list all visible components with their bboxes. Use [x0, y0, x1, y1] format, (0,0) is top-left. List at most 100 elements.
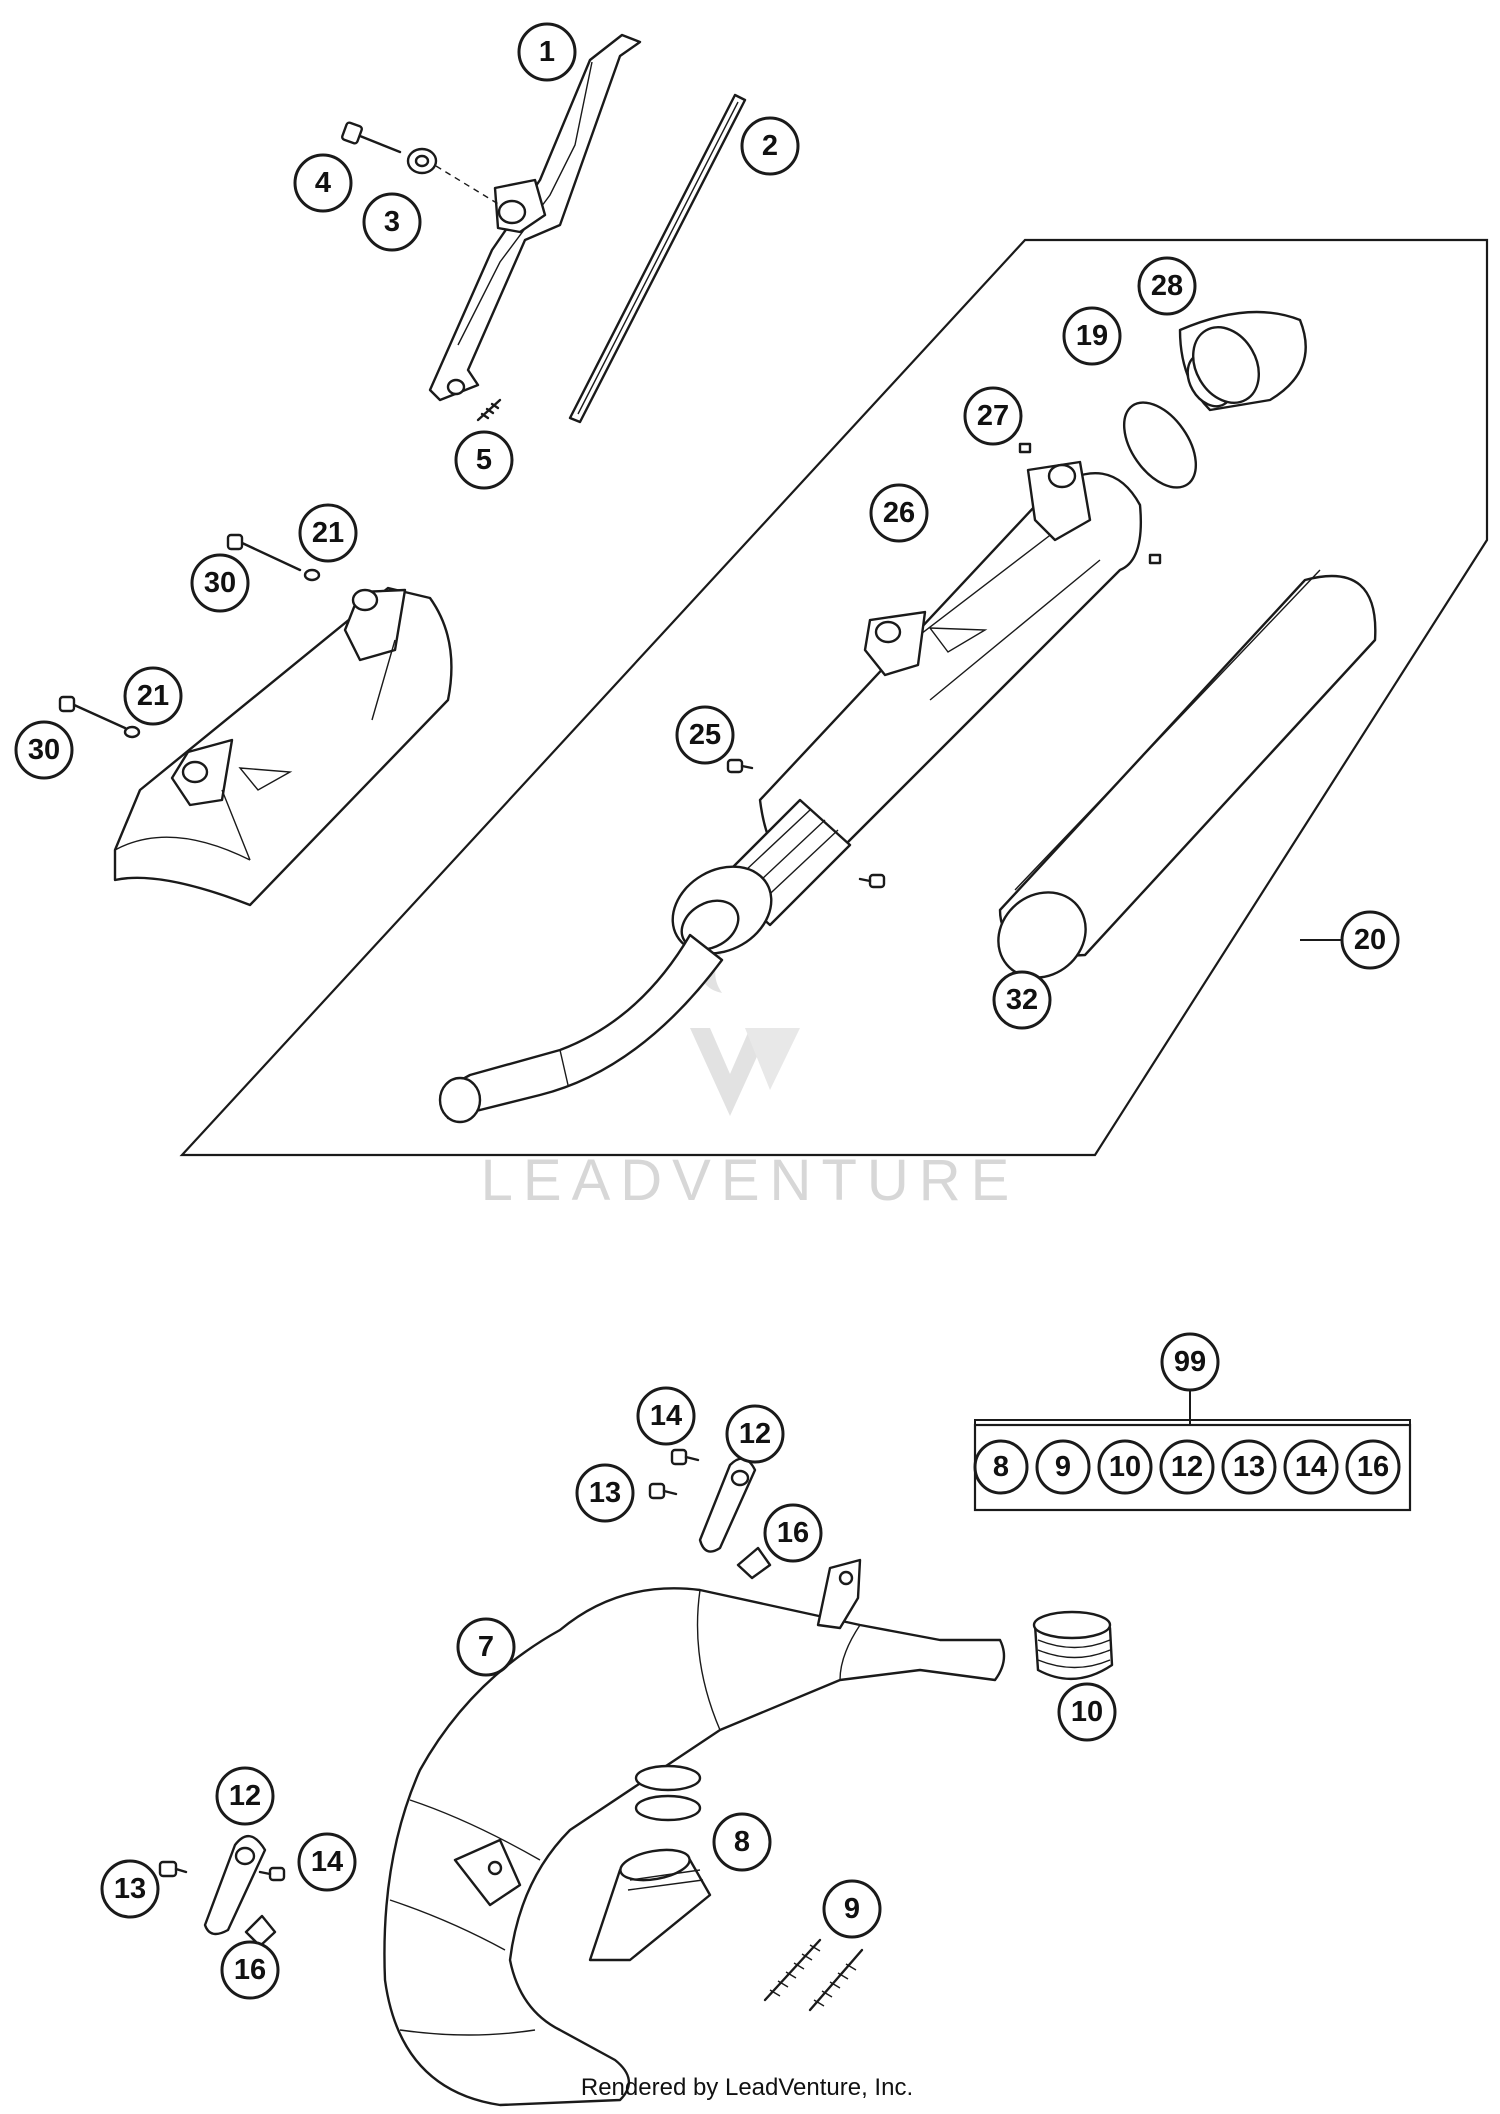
callout-9[interactable]: 9 [822, 1879, 882, 1939]
part-8-o-ring-b [634, 1764, 702, 1792]
svg-text:8: 8 [734, 1826, 750, 1858]
callout-27[interactable]: 27 [963, 386, 1023, 446]
callout-21-a[interactable]: 21 [298, 503, 358, 563]
part-8-o-ring-a [634, 1794, 702, 1822]
svg-text:7: 7 [478, 1631, 494, 1663]
svg-text:13: 13 [114, 1873, 146, 1905]
callout-10[interactable]: 10 [1057, 1682, 1117, 1742]
callout-13-a[interactable]: 13 [575, 1463, 635, 1523]
part-19-o-ring [1122, 401, 1198, 489]
svg-text:12: 12 [739, 1418, 771, 1450]
part-7-expansion-chamber [383, 1558, 1006, 2107]
chamber-inlet [588, 1848, 712, 1962]
kit-item-13[interactable]: 13 [1221, 1439, 1277, 1495]
svg-text:21: 21 [137, 680, 169, 712]
svg-text:21: 21 [312, 517, 344, 549]
part-27-nut-a [1018, 442, 1032, 454]
callout-2[interactable]: 2 [740, 116, 800, 176]
svg-text:2: 2 [762, 130, 778, 162]
callout-30-b[interactable]: 30 [14, 720, 74, 780]
svg-text:16: 16 [777, 1517, 809, 1549]
render-credit: Rendered by LeadVenture, Inc. [581, 2074, 913, 2101]
svg-text:12: 12 [229, 1780, 261, 1812]
callout-4[interactable]: 4 [293, 153, 353, 213]
part-5-screw [476, 398, 502, 422]
svg-text:16: 16 [1357, 1451, 1389, 1483]
callout-28[interactable]: 28 [1137, 256, 1197, 316]
callout-1[interactable]: 1 [517, 22, 577, 82]
kit-item-16[interactable]: 16 [1345, 1439, 1401, 1495]
svg-text:12: 12 [1171, 1451, 1203, 1483]
callout-16-b[interactable]: 16 [220, 1940, 280, 2000]
svg-text:4: 4 [315, 167, 331, 199]
callout-3[interactable]: 3 [362, 192, 422, 252]
kit-item-14[interactable]: 14 [1283, 1439, 1339, 1495]
callout-8[interactable]: 8 [712, 1812, 772, 1872]
part-26-muffler-body [758, 460, 1142, 873]
svg-text:8: 8 [993, 1451, 1009, 1483]
svg-text:3: 3 [384, 206, 400, 238]
kit-item-9[interactable]: 9 [1035, 1439, 1091, 1495]
svg-text:5: 5 [476, 444, 492, 476]
callout-14-a[interactable]: 14 [636, 1386, 696, 1446]
callout-16-a[interactable]: 16 [763, 1503, 823, 1563]
callout-25[interactable]: 25 [675, 705, 735, 765]
upper-clamp-group [648, 1448, 772, 1580]
svg-text:28: 28 [1151, 270, 1183, 302]
part-10-coupling [1032, 1610, 1114, 1680]
svg-text:13: 13 [1233, 1451, 1265, 1483]
svg-text:14: 14 [650, 1400, 682, 1432]
muffler-inlet-pipe [438, 865, 773, 1124]
svg-text:9: 9 [1055, 1451, 1071, 1483]
callout-5[interactable]: 5 [454, 430, 514, 490]
svg-text:9: 9 [844, 1893, 860, 1925]
part-28-end-cap [1178, 310, 1307, 412]
part-3-alignment [435, 165, 501, 206]
svg-text:30: 30 [204, 567, 236, 599]
callout-19[interactable]: 19 [1062, 306, 1122, 366]
lower-clamp-group [158, 1835, 286, 1948]
callout-7[interactable]: 7 [456, 1617, 516, 1677]
part-25-screws [726, 758, 886, 889]
part-9-springs [763, 1938, 864, 2012]
callout-12-b[interactable]: 12 [215, 1766, 275, 1826]
callout-30-a[interactable]: 30 [190, 553, 250, 613]
callout-99[interactable]: 99 [1160, 1332, 1220, 1392]
callout-12-a[interactable]: 12 [725, 1404, 785, 1464]
svg-text:10: 10 [1109, 1451, 1141, 1483]
svg-text:25: 25 [689, 719, 721, 751]
muffler-assembly-frame [179, 238, 1489, 1157]
part-32-outer-shell [997, 569, 1377, 979]
part-2-strip-line [577, 101, 739, 415]
part-27-nut-b [1148, 553, 1162, 565]
kit-item-12[interactable]: 12 [1159, 1439, 1215, 1495]
svg-text:30: 30 [28, 734, 60, 766]
part-4-screw [341, 121, 402, 154]
svg-text:27: 27 [977, 400, 1009, 432]
svg-text:14: 14 [311, 1846, 343, 1878]
svg-text:99: 99 [1174, 1346, 1206, 1378]
kit-item-10[interactable]: 10 [1097, 1439, 1153, 1495]
svg-text:1: 1 [539, 36, 555, 68]
svg-text:13: 13 [589, 1477, 621, 1509]
part-3-washer [406, 147, 438, 175]
svg-text:19: 19 [1076, 320, 1108, 352]
callout-26[interactable]: 26 [869, 483, 929, 543]
callout-14-b[interactable]: 14 [297, 1832, 357, 1892]
watermark-text: LEADVENTURE [481, 1148, 1020, 1213]
svg-text:16: 16 [234, 1954, 266, 1986]
callout-13-b[interactable]: 13 [100, 1859, 160, 1919]
callout-32[interactable]: 32 [992, 970, 1052, 1030]
part-1-bracket [428, 33, 642, 402]
svg-text:32: 32 [1006, 984, 1038, 1016]
svg-text:26: 26 [883, 497, 915, 529]
callout-20[interactable]: 20 [1340, 910, 1400, 970]
leadventure-watermark: LEADVENTURE [481, 941, 1020, 1213]
svg-text:14: 14 [1295, 1451, 1327, 1483]
left-muffler-detail [58, 533, 453, 907]
svg-text:10: 10 [1071, 1696, 1103, 1728]
svg-text:20: 20 [1354, 924, 1386, 956]
callout-21-b[interactable]: 21 [123, 666, 183, 726]
kit-item-8[interactable]: 8 [973, 1439, 1029, 1495]
